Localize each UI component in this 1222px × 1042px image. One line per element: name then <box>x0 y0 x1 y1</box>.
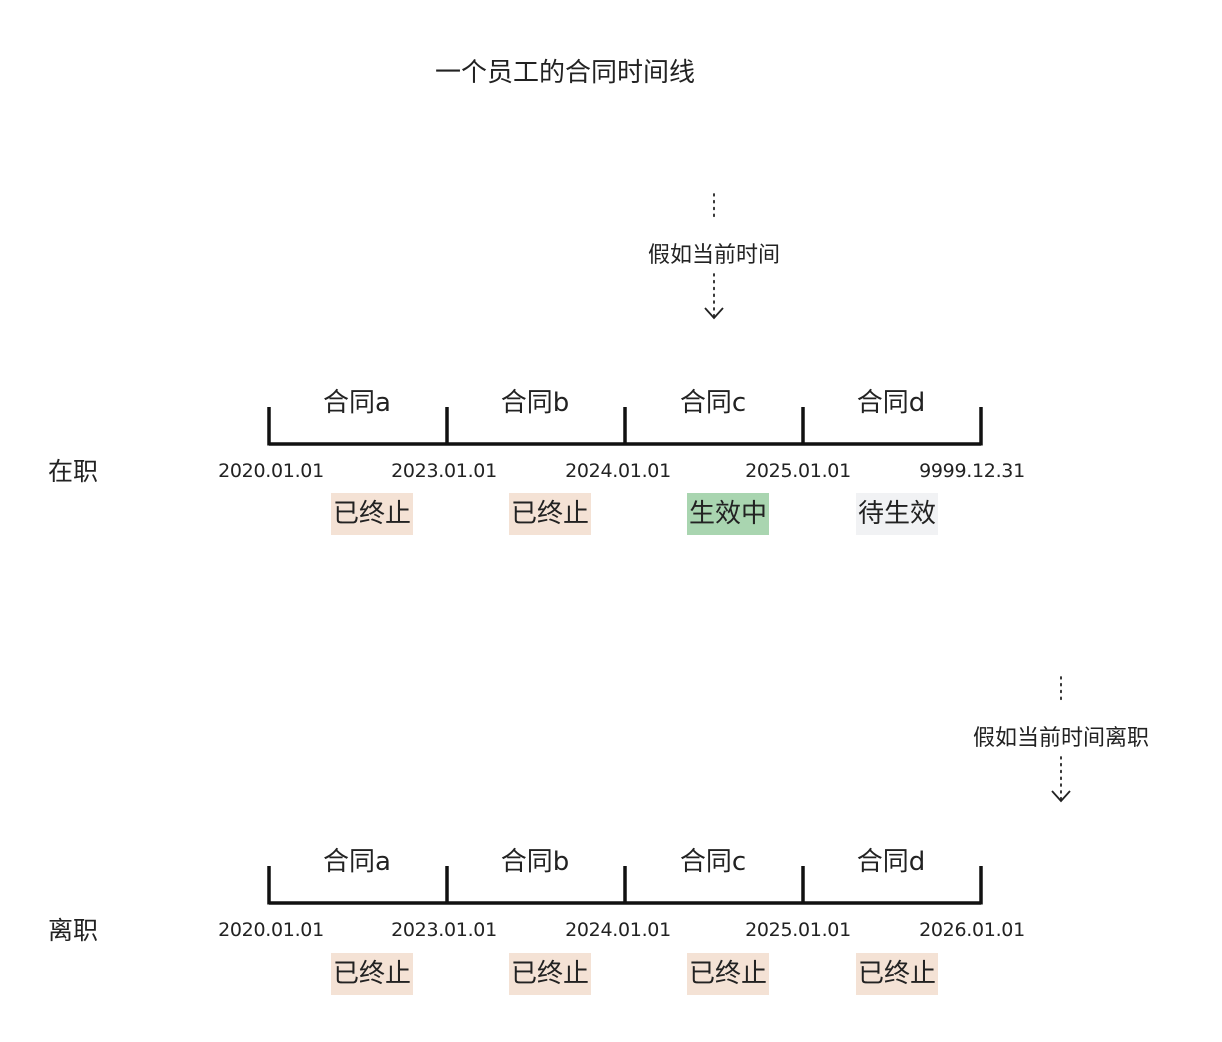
resign-time-marker-label: 假如当前时间离职 <box>972 726 1149 751</box>
status-badge-active: 生效中 <box>687 493 770 535</box>
status-badge-terminated: 已终止 <box>687 953 770 995</box>
status-badge-pending: 待生效 <box>856 493 939 535</box>
status-badge-terminated: 已终止 <box>331 493 414 535</box>
contract-name: 合同d <box>856 388 926 418</box>
timeline-axis <box>267 866 983 905</box>
contract-name: 合同b <box>500 388 570 418</box>
contract-name: 合同a <box>323 847 391 877</box>
date-label: 2020.01.01 <box>218 919 324 941</box>
date-label: 2026.01.01 <box>919 919 1025 941</box>
date-label: 2024.01.01 <box>565 460 671 482</box>
row-label-resigned: 离职 <box>48 916 99 945</box>
current-time-dotted-arrow <box>704 193 724 320</box>
date-label: 2025.01.01 <box>745 460 851 482</box>
row-label-employed: 在职 <box>48 457 99 486</box>
date-label: 2020.01.01 <box>218 460 324 482</box>
current-time-marker-label: 假如当前时间 <box>647 243 780 268</box>
timeline-axis <box>267 407 983 446</box>
date-label: 2023.01.01 <box>391 919 497 941</box>
status-badge-terminated: 已终止 <box>509 953 592 995</box>
status-badge-terminated: 已终止 <box>331 953 414 995</box>
contract-name: 合同a <box>323 388 391 418</box>
status-badge-terminated: 已终止 <box>509 493 592 535</box>
contract-name: 合同b <box>500 847 570 877</box>
contract-name: 合同c <box>679 388 747 418</box>
date-label: 9999.12.31 <box>919 460 1025 482</box>
diagram-title: 一个员工的合同时间线 <box>435 58 696 88</box>
date-label: 2025.01.01 <box>745 919 851 941</box>
date-label: 2023.01.01 <box>391 460 497 482</box>
status-badge-terminated: 已终止 <box>856 953 939 995</box>
contract-name: 合同d <box>856 847 926 877</box>
contract-name: 合同c <box>679 847 747 877</box>
resign-time-dotted-arrow <box>1051 676 1071 803</box>
date-label: 2024.01.01 <box>565 919 671 941</box>
